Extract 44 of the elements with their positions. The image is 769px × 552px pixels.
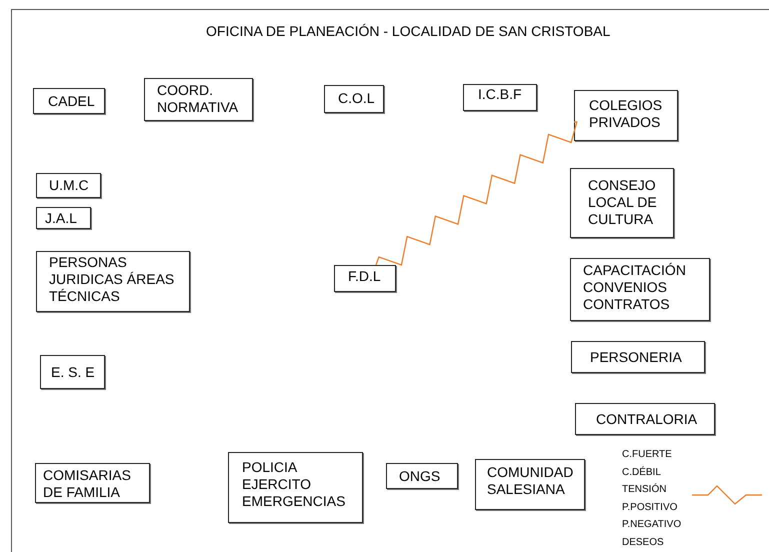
entity-label: COMUNIDAD SALESIANA [487, 464, 574, 498]
entity-box [36, 207, 91, 229]
entity-label: CAPACITACIÓN CONVENIOS CONTRATOS [583, 262, 687, 313]
entity-box [570, 258, 710, 321]
entity-box [475, 459, 585, 510]
entity-label: E. S. E [51, 364, 96, 381]
entity-box [463, 84, 537, 111]
legend-text: TENSIÓN [622, 484, 666, 496]
entity-box [571, 341, 705, 373]
entity-box [386, 463, 458, 489]
legend-text: C.FUERTE [622, 449, 672, 460]
entity-box [574, 90, 678, 141]
entity-box [575, 403, 715, 435]
legend-text: P.NEGATIVO [622, 519, 682, 530]
entity-box [334, 265, 396, 292]
entity-box [35, 463, 150, 503]
entity-box [324, 85, 384, 113]
legend-text: DESEOS [622, 537, 664, 548]
entity-label: F.D.L [348, 268, 382, 285]
legend-text: P.POSITIVO [622, 502, 678, 513]
entity-label: COMISARIAS DE FAMILIA [43, 467, 132, 501]
entity-box [144, 78, 253, 121]
entity-box [570, 168, 674, 238]
entity-label: ONGS [399, 468, 442, 485]
entity-box [228, 452, 363, 523]
entity-label: COLEGIOS PRIVADOS [589, 97, 664, 131]
diagram-title: OFICINA DE PLANEACIÓN - LOCALIDAD DE SAN CRISTOBAL [206, 23, 610, 39]
entity-label: POLICIA EJERCITO EMERGENCIAS [242, 459, 346, 510]
entity-box [33, 88, 105, 114]
entity-label: C.O.L [338, 90, 376, 107]
entity-box [40, 355, 105, 389]
entity-box [36, 251, 190, 312]
entity-label: I.C.B.F [478, 86, 523, 103]
entity-label: CADEL [48, 93, 96, 110]
entity-label: COORD. NORMATIVA [157, 82, 240, 116]
entity-label: J.A.L [45, 210, 78, 227]
entity-label: PERSONAS JURIDICAS ÁREAS TÉCNICAS [49, 254, 176, 305]
entity-box [36, 173, 101, 198]
entity-label: PERSONERIA [590, 349, 683, 366]
legend-text: C.DÉBIL [622, 466, 661, 478]
tension-line [375, 121, 578, 266]
entity-label: CONTRALORIA [596, 411, 698, 428]
entity-label: CONSEJO LOCAL DE CULTURA [588, 177, 658, 228]
entity-label: U.M.C [49, 177, 90, 194]
